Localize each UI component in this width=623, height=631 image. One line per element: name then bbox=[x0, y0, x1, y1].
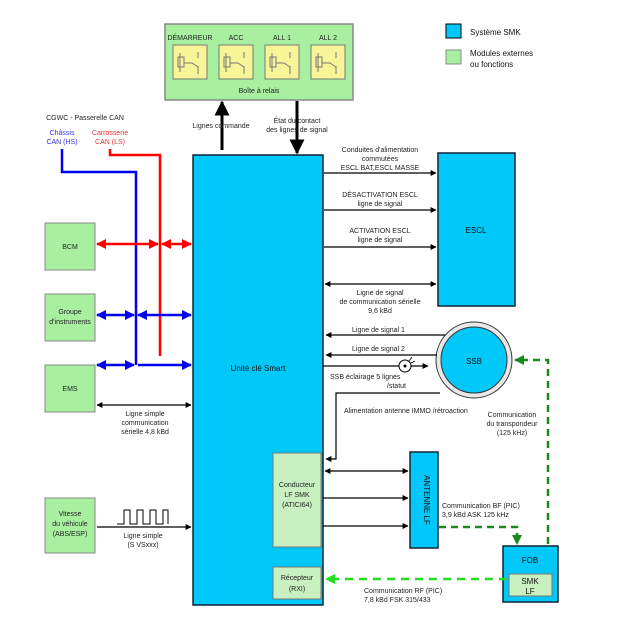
escl-power-label-3: ESCL BAT,ESCL MASSE bbox=[341, 165, 420, 172]
bcm-label: BCM bbox=[62, 244, 78, 251]
escl-label: ESCL bbox=[466, 226, 487, 235]
relay-label: DÉMARREUR bbox=[167, 33, 212, 42]
lf-driver-label-2: LF SMK bbox=[284, 492, 310, 499]
command-lines-label: Lignes commande bbox=[192, 123, 249, 130]
fob-smk-lf-module bbox=[508, 573, 553, 597]
transponder-label-1: Communication bbox=[488, 412, 537, 419]
speed-label-2: du véhicule bbox=[52, 521, 88, 528]
body-can-label-2: CAN (LS) bbox=[95, 139, 125, 146]
transponder-wireless-link bbox=[514, 355, 550, 544]
ems-label: EMS bbox=[62, 386, 78, 393]
ssb-lighting-label-1: SSB éclairage 5 lignes bbox=[330, 374, 401, 381]
smart-key-unit-title: Unité clé Smart bbox=[231, 364, 286, 373]
lamp-rays-icon bbox=[408, 356, 416, 364]
speed-signal-label-2: (S VSxxx) bbox=[127, 542, 158, 549]
fob-inner-label-2: LF bbox=[525, 587, 534, 596]
ems-serial-label-3: sérielle 4,8 kBd bbox=[121, 429, 169, 436]
contact-state-label-1: État du contact bbox=[274, 116, 321, 125]
escl-power-label-2: commutées bbox=[362, 156, 399, 163]
escl-serial-label-2: de communication sérielle bbox=[340, 299, 421, 306]
escl-deact-label-2: ligne de signal bbox=[358, 201, 403, 208]
contact-state-label-2: des lignes de signal bbox=[266, 127, 328, 134]
instrument-cluster-module bbox=[44, 293, 96, 342]
can-ls-bus bbox=[108, 149, 162, 356]
rf-comm-label-2: 7,8 kBd FSK 315/433 bbox=[364, 597, 431, 604]
immo-power-label: Alimentation antenne IMMO /rétroaction bbox=[344, 408, 468, 415]
cluster-label-2: d'instruments bbox=[49, 319, 91, 326]
relay-3: ALL 1 bbox=[264, 35, 300, 80]
gateway-title: CGWC - Passerelle CAN bbox=[46, 115, 124, 122]
transponder-label-2: du transpondeur bbox=[487, 421, 539, 428]
speed-label-1: Vitesse bbox=[59, 511, 82, 518]
bcm-module bbox=[44, 222, 96, 271]
legend: Système SMK Modules externes ou fonction… bbox=[445, 23, 533, 69]
can-hs-bus bbox=[60, 149, 138, 365]
legend-swatch-modules bbox=[445, 49, 462, 65]
relay-box-cell bbox=[172, 44, 208, 80]
rf-receiver-module bbox=[272, 566, 322, 600]
escl-act-label-2: ligne de signal bbox=[358, 237, 403, 244]
relay-label: ACC bbox=[229, 35, 244, 42]
relay-label: ALL 2 bbox=[319, 35, 337, 42]
transponder-label-3: (125 kHz) bbox=[497, 430, 527, 437]
relay-2: ACC bbox=[218, 35, 254, 80]
cluster-label-1: Groupe bbox=[58, 309, 81, 316]
legend-label-modules-2: ou fonctions bbox=[470, 60, 513, 69]
escl-serial-label-3: 9,6 kBd bbox=[368, 308, 392, 315]
fob-inner-label-1: SMK bbox=[521, 577, 539, 586]
ems-serial-label-2: communication bbox=[121, 420, 168, 427]
receiver-label-1: Récepteur bbox=[281, 575, 314, 582]
fob-label: FOB bbox=[522, 556, 538, 565]
speed-label-3: (ABS/ESP) bbox=[53, 531, 88, 538]
escl-act-label-1: ACTIVATION ESCL bbox=[349, 228, 410, 235]
lf-driver-label-1: Conducteur bbox=[279, 482, 316, 489]
speed-signal-label-1: Ligne simple bbox=[123, 533, 162, 540]
pulse-waveform-icon bbox=[117, 509, 169, 525]
ssb-button bbox=[440, 326, 508, 394]
receiver-label-2: (RXI) bbox=[289, 586, 305, 593]
chassis-can-label-2: CAN (HS) bbox=[46, 139, 77, 146]
relay-box-cell bbox=[264, 44, 300, 80]
lf-wireless-link bbox=[439, 525, 522, 545]
ssb-signal-1-label: Ligne de signal 1 bbox=[352, 327, 405, 334]
legend-label-smk: Système SMK bbox=[470, 28, 521, 37]
relay-switch-icon bbox=[177, 52, 199, 74]
rf-comm-label-1: Communication RF (PIC) bbox=[364, 588, 442, 595]
relay-box-title: Boîte à relais bbox=[239, 88, 280, 95]
ssb-lighting-label-2: /statut bbox=[387, 383, 406, 390]
vehicle-speed-module bbox=[44, 497, 96, 554]
ssb-signal-2-label: Ligne de signal 2 bbox=[352, 346, 405, 353]
relay-box: Boîte à relais DÉMARREUR ACC ALL 1 ALL 2 bbox=[164, 23, 354, 101]
ems-serial-label-1: Ligne simple bbox=[125, 411, 164, 418]
escl-power-label-1: Conduites d'alimentation bbox=[342, 147, 419, 154]
relay-label: ALL 1 bbox=[273, 35, 291, 42]
lf-comm-label-2: 3,9 kBd ASK 125 kHz bbox=[442, 512, 509, 519]
relay-box-cell bbox=[310, 44, 346, 80]
relay-switch-icon bbox=[315, 52, 337, 74]
immo-antenna-power-link bbox=[325, 392, 440, 462]
escl-deact-label-1: DÉSACTIVATION ESCL bbox=[342, 190, 418, 199]
ssb-label: SSB bbox=[466, 357, 482, 366]
ems-module bbox=[44, 364, 96, 413]
lf-driver-label-3: (ATICI64) bbox=[282, 502, 312, 509]
escl-module bbox=[437, 152, 516, 307]
legend-label-modules-1: Modules externes bbox=[470, 49, 533, 58]
body-can-label-1: Carrosserie bbox=[92, 130, 128, 137]
lf-driver-module bbox=[272, 452, 322, 548]
escl-serial-label-1: Ligne de signal bbox=[356, 290, 404, 297]
relay-switch-icon bbox=[269, 52, 291, 74]
lamp-icon-center bbox=[403, 364, 407, 368]
lf-antenna-module bbox=[409, 451, 439, 549]
relay-box-cell bbox=[218, 44, 254, 80]
relay-1: DÉMARREUR bbox=[167, 33, 213, 80]
chassis-can-label-1: Châssis bbox=[50, 130, 75, 137]
legend-swatch-smk bbox=[445, 23, 462, 39]
relay-switch-icon bbox=[223, 52, 245, 74]
relay-4: ALL 2 bbox=[310, 35, 346, 80]
lf-comm-label-1: Communication BF (PIC) bbox=[442, 503, 520, 510]
lf-antenna-label: ANTENNE LF bbox=[422, 475, 431, 525]
